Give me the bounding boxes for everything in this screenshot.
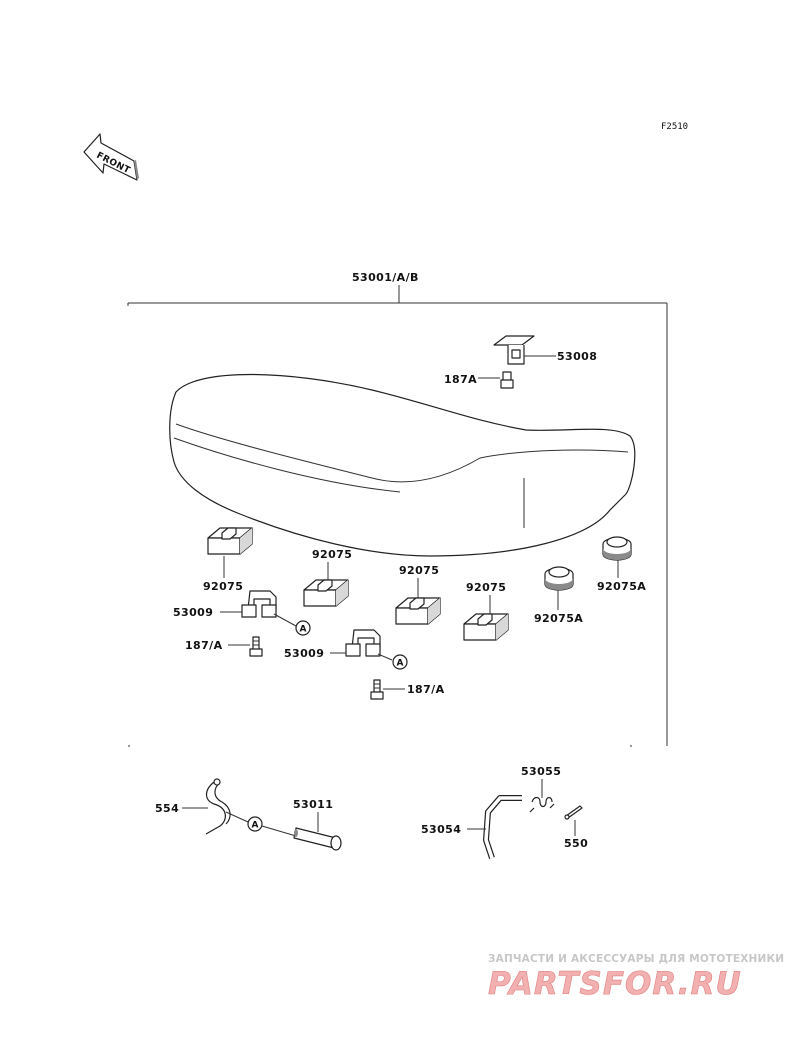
callout-92075a-2: 92075A — [597, 580, 646, 593]
callout-53054: 53054 — [421, 823, 461, 836]
ref-marker-a-2: A — [392, 654, 408, 670]
cap-92075a-2 — [602, 536, 632, 561]
watermark-logo: PARTSFOR.RU — [488, 966, 742, 1002]
svg-text:A: A — [300, 625, 307, 635]
callout-92075-4: 92075 — [466, 581, 506, 594]
damper-92075-1 — [207, 527, 253, 555]
figure-code: F2510 — [661, 122, 688, 132]
ref-marker-a-1: A — [295, 620, 311, 636]
callout-554: 554 — [155, 802, 179, 815]
seat — [169, 373, 636, 557]
callout-187a-right: 187/A — [407, 683, 445, 696]
callout-92075a-1: 92075A — [534, 612, 583, 625]
cotter-pin-550 — [564, 805, 583, 820]
watermark-subtitle: ЗАПЧАСТИ И АКСЕССУАРЫ ДЛЯ МОТОТЕХНИКИ — [488, 953, 784, 965]
bolt-187a-right — [370, 679, 384, 700]
damper-92075-4 — [463, 613, 509, 641]
assembly-bracket — [127, 285, 668, 747]
callout-550: 550 — [564, 837, 588, 850]
callout-92075-1: 92075 — [203, 580, 243, 593]
rod-53054 — [483, 795, 522, 859]
spring-53055 — [529, 796, 555, 813]
callout-53011: 53011 — [293, 798, 333, 811]
r-clip-554 — [205, 778, 231, 835]
bracket-53008: 53008 — [493, 335, 597, 365]
clip-53009-2 — [345, 629, 381, 657]
svg-text:A: A — [397, 659, 404, 669]
damper-92075-2 — [303, 579, 349, 607]
damper-92075-3 — [395, 597, 441, 625]
callout-53009-1: 53009 — [173, 606, 213, 619]
pin-53011 — [293, 827, 342, 851]
bolt-187a-top: 187A — [444, 371, 514, 389]
callout-53055: 53055 — [521, 765, 561, 778]
callout-187a-top: 187A — [444, 373, 477, 386]
bolt-187a-left — [249, 636, 263, 657]
ref-marker-a-3: A — [247, 816, 263, 832]
svg-text:A: A — [252, 821, 259, 831]
callout-53008: 53008 — [557, 350, 597, 363]
callout-92075-2: 92075 — [312, 548, 352, 561]
assembly-label: 53001/A/B — [352, 271, 419, 284]
front-arrow-icon: FRONT — [83, 133, 139, 181]
callout-187a-left: 187/A — [185, 639, 223, 652]
callout-53009-2: 53009 — [284, 647, 324, 660]
cap-92075a-1 — [544, 566, 574, 591]
clip-53009-1 — [241, 590, 277, 618]
callout-92075-3: 92075 — [399, 564, 439, 577]
